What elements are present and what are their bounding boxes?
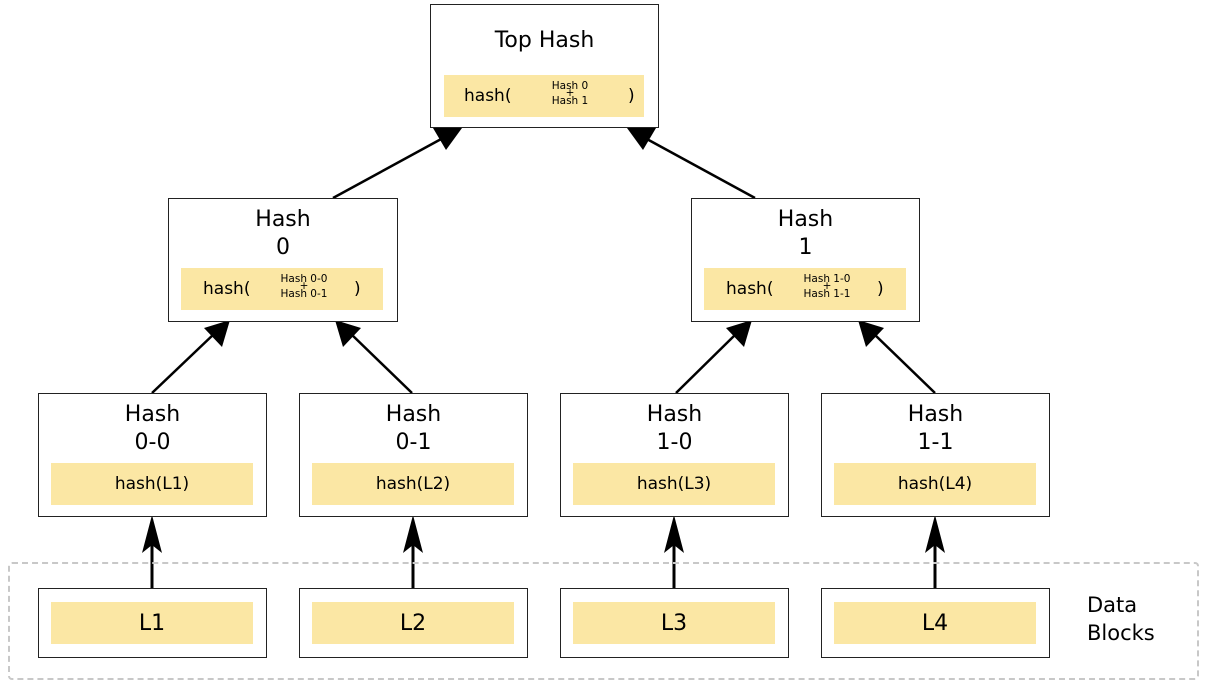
data-block-l1-fill: L1 (51, 602, 253, 644)
hash-1-0-function: hash(L3) (573, 463, 775, 505)
data-blocks-label: Data Blocks (1087, 593, 1155, 645)
data-block-l1-label: L1 (138, 610, 166, 636)
data-block-l3: L3 (560, 588, 789, 658)
arrow-hash1-to-top (627, 128, 756, 200)
hash-0-1-title: Hash 0-1 (385, 402, 442, 455)
data-block-l4: L4 (821, 588, 1050, 658)
hash-fn-open: hash( (726, 279, 774, 299)
arrow-L4-to-hash11 (925, 515, 945, 588)
data-block-l2-label: L2 (399, 610, 427, 636)
arrow-L2-to-hash01 (403, 515, 423, 588)
hash-1-title: Hash 1 (777, 207, 834, 260)
plus-sign: + (565, 87, 575, 99)
hash-0-title: Hash 0 (255, 207, 311, 260)
hash-0-1-node: Hash 0-1 hash(L2) (299, 393, 528, 517)
hash-0-1-fn-text: hash(L2) (375, 474, 451, 494)
top-hash-title: Top Hash (494, 28, 595, 53)
hash-fn-close: ) (354, 279, 361, 299)
arrow-L3-to-hash10 (664, 515, 684, 588)
data-block-l3-label: L3 (660, 610, 688, 636)
hash-0-0-node: Hash 0-0 hash(L1) (38, 393, 267, 517)
hash-1-inputs: Hash 1-0 + Hash 1-1 (792, 274, 862, 300)
hash-1-0-node: Hash 1-0 hash(L3) (560, 393, 789, 517)
data-block-l4-fill: L4 (834, 602, 1036, 644)
hash-1-1-title: Hash 1-1 (907, 402, 964, 455)
data-block-l2-fill: L2 (312, 602, 514, 644)
arrow-hash00-to-hash0 (151, 320, 230, 394)
input-right: Hash 1 (551, 95, 589, 107)
data-blocks-region (8, 562, 1199, 680)
data-block-l3-fill: L3 (573, 602, 775, 644)
hash-0-node: Hash 0 hash( Hash 0-0 + Hash 0-1 ) (168, 198, 398, 322)
top-hash-inputs: Hash 0 + Hash 1 (540, 81, 600, 107)
hash-0-0-function: hash(L1) (51, 463, 253, 505)
top-hash-node: Top Hash hash( Hash 0 + Hash 1 ) (430, 4, 659, 128)
data-block-l4-label: L4 (921, 610, 949, 636)
hash-0-0-fn-text: hash(L1) (114, 474, 190, 494)
hash-fn-open: hash( (464, 86, 512, 106)
hash-fn-close: ) (628, 86, 635, 106)
data-block-l1: L1 (38, 588, 267, 658)
plus-sign: + (299, 280, 309, 292)
input-left: Hash 1-0 (803, 273, 851, 285)
hash-1-0-title: Hash 1-0 (646, 402, 703, 455)
hash-1-1-fn-text: hash(L4) (897, 474, 973, 494)
hash-0-function: hash( Hash 0-0 + Hash 0-1 ) (181, 268, 383, 310)
arrow-hash11-to-hash1 (858, 320, 936, 394)
hash-fn-open: hash( (203, 279, 251, 299)
hash-1-node: Hash 1 hash( Hash 1-0 + Hash 1-1 ) (691, 198, 920, 322)
hash-1-0-fn-text: hash(L3) (636, 474, 712, 494)
arrow-hash10-to-hash1 (675, 320, 752, 394)
hash-1-1-node: Hash 1-1 hash(L4) (821, 393, 1050, 517)
data-block-l2: L2 (299, 588, 528, 658)
hash-fn-close: ) (877, 279, 884, 299)
hash-0-0-title: Hash 0-0 (124, 402, 181, 455)
arrow-L1-to-hash00 (142, 515, 162, 588)
hash-1-function: hash( Hash 1-0 + Hash 1-1 ) (704, 268, 906, 310)
top-hash-function: hash( Hash 0 + Hash 1 ) (444, 75, 644, 117)
input-right: Hash 0-1 (280, 288, 328, 300)
input-left: Hash 0-0 (280, 273, 328, 285)
hash-1-1-function: hash(L4) (834, 463, 1036, 505)
plus-sign: + (822, 280, 832, 292)
arrow-hash0-to-top (332, 128, 462, 200)
input-left: Hash 0 (551, 80, 589, 92)
hash-0-1-function: hash(L2) (312, 463, 514, 505)
input-right: Hash 1-1 (803, 288, 851, 300)
arrow-hash01-to-hash0 (335, 320, 413, 394)
hash-0-inputs: Hash 0-0 + Hash 0-1 (269, 274, 339, 300)
